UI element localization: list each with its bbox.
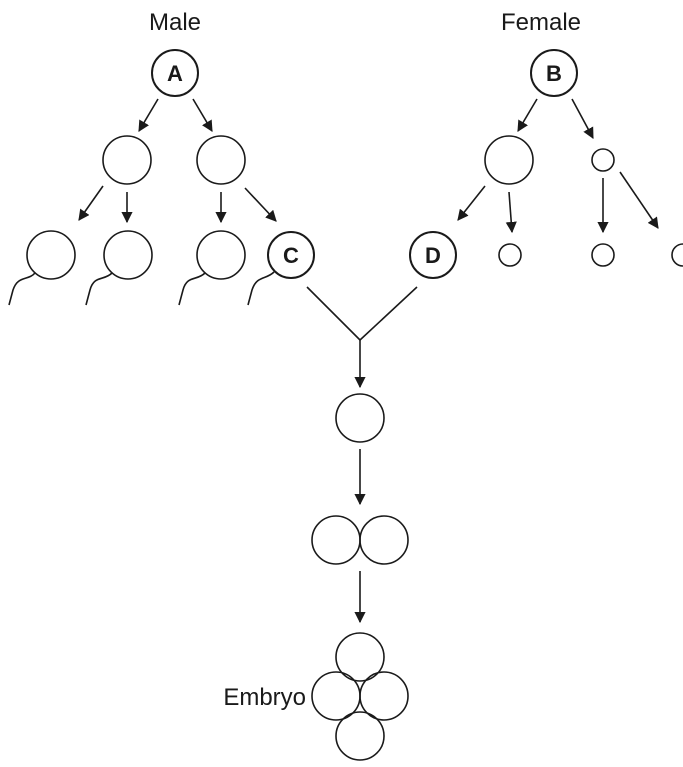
two-cell-stage [311, 515, 409, 565]
arrow-b-right [571, 98, 594, 139]
arrow-female-2 [505, 191, 517, 234]
female-label: Female [501, 9, 581, 36]
arrow-male-4 [244, 187, 277, 222]
male-cell-l1-right [196, 135, 246, 185]
node-a-label: A [167, 61, 183, 86]
female-cell-l1-large [484, 135, 534, 185]
male-label: Male [149, 9, 201, 36]
embryo-label: Embryo [223, 684, 306, 711]
arrow-a-right [192, 98, 213, 132]
arrow-b-left [517, 98, 538, 132]
sperm-1-tail [8, 272, 36, 306]
sperm-2 [103, 230, 153, 280]
node-d [409, 231, 457, 279]
zygote [335, 393, 385, 443]
arrow-female-1 [457, 185, 486, 221]
polar-body-l1 [591, 148, 615, 172]
arrow-female-4 [619, 171, 659, 229]
arrow-a-left [138, 98, 159, 132]
node-b-label: B [546, 61, 562, 86]
arrow-male-1 [78, 185, 104, 221]
join-line-c [306, 286, 361, 341]
polar-body-3 [671, 243, 683, 267]
male-cell-l1-left [102, 135, 152, 185]
embryo-cells [311, 632, 409, 761]
sperm-2-tail [85, 272, 113, 306]
sperm-3 [196, 230, 246, 280]
polar-body-1 [498, 243, 522, 267]
sperm-1 [26, 230, 76, 280]
sperm-3-tail [178, 272, 206, 306]
node-c-tail [247, 271, 275, 306]
node-c-label: C [283, 243, 299, 268]
node-c [267, 231, 315, 279]
node-d-label: D [425, 243, 441, 268]
polar-body-2 [591, 243, 615, 267]
join-line-d [359, 286, 418, 341]
node-a [151, 49, 199, 97]
node-b [530, 49, 578, 97]
